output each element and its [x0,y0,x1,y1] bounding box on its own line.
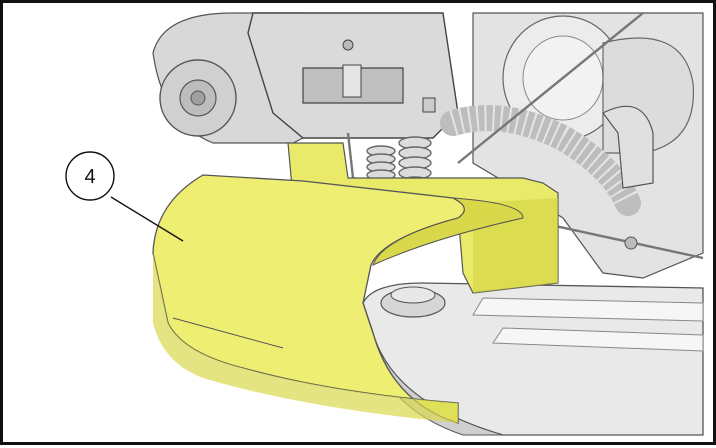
bracket-tab [422,97,436,113]
wire-rod-upper [457,12,644,164]
shield-inner-lip [372,197,524,266]
pulley-hub [190,90,206,106]
bracket-screw [342,39,354,51]
part-4-shield [152,142,559,424]
motor-assembly [152,12,704,279]
spring-left [366,145,396,181]
leader-line [110,196,184,242]
mounting-hole [624,236,638,250]
callout-4: 4 [65,151,184,242]
callout-number: 4 [84,166,95,188]
shield-front-shade [153,253,458,423]
base-rail [362,282,704,436]
pivot-boss-top [390,286,436,304]
hose-ribs [449,105,640,209]
rail-slot-2 [492,327,704,352]
rail-slot-1 [472,297,704,322]
shield-crease [172,317,284,349]
callout-bubble [65,151,115,201]
bracket-latch [342,64,362,98]
technical-illustration: 4 [65,12,704,436]
hose-elbow [602,105,654,189]
